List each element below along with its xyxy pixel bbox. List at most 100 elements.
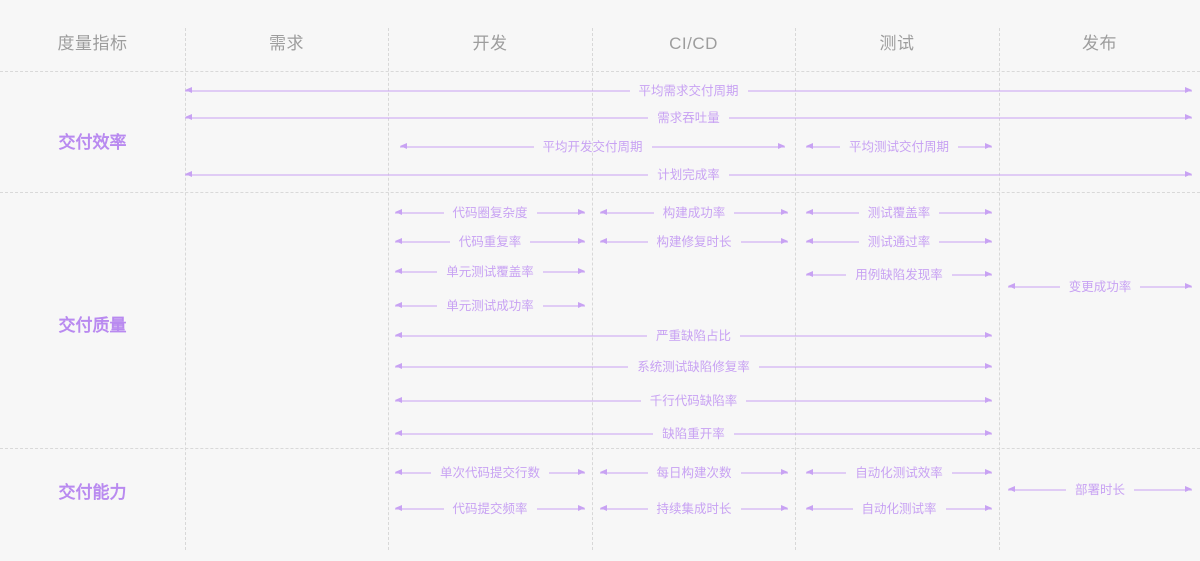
arrow-right-icon xyxy=(549,464,586,482)
metric-item[interactable]: 平均开发交付周期 xyxy=(400,138,785,156)
metric-label: 构建成功率 xyxy=(662,206,726,220)
arrow-right-icon xyxy=(530,233,585,251)
arrow-left-icon xyxy=(1008,481,1066,499)
column-divider-0 xyxy=(185,28,186,550)
arrow-left-icon xyxy=(185,82,630,100)
column-divider-3 xyxy=(795,28,796,550)
metric-item[interactable]: 平均测试交付周期 xyxy=(806,138,993,156)
metric-label: 测试覆盖率 xyxy=(867,206,931,220)
arrow-left-icon xyxy=(395,233,450,251)
metric-label: 平均需求交付周期 xyxy=(638,84,739,98)
arrow-left-icon xyxy=(806,204,859,222)
metric-item[interactable]: 自动化测试率 xyxy=(806,500,992,518)
arrow-right-icon xyxy=(741,464,789,482)
arrow-left-icon xyxy=(395,327,647,345)
arrow-right-icon xyxy=(1134,481,1193,499)
metric-item[interactable]: 严重缺陷占比 xyxy=(395,327,993,345)
row-divider-0 xyxy=(0,71,1200,72)
metric-label: 单次代码提交行数 xyxy=(440,466,541,480)
metric-item[interactable]: 缺陷重开率 xyxy=(395,425,993,443)
arrow-right-icon xyxy=(740,327,993,345)
arrow-right-icon xyxy=(958,138,993,156)
metric-item[interactable]: 构建成功率 xyxy=(600,204,788,222)
arrow-left-icon xyxy=(806,464,846,482)
arrow-left-icon xyxy=(185,109,648,127)
arrow-left-icon xyxy=(1008,278,1060,296)
metric-label: 严重缺陷占比 xyxy=(656,329,732,343)
arrow-left-icon xyxy=(395,500,444,518)
column-header-metric: 度量指标 xyxy=(57,34,128,53)
arrow-left-icon xyxy=(600,204,654,222)
metric-item[interactable]: 单次代码提交行数 xyxy=(395,464,586,482)
row-label-2: 交付能力 xyxy=(58,483,127,502)
metric-item[interactable]: 单元测试成功率 xyxy=(395,297,586,315)
metric-item[interactable]: 部署时长 xyxy=(1008,481,1193,499)
arrow-right-icon xyxy=(748,82,1193,100)
arrow-left-icon xyxy=(600,500,648,518)
arrow-right-icon xyxy=(729,109,1193,127)
metric-label: 代码重复率 xyxy=(458,235,522,249)
metric-item[interactable]: 系统测试缺陷修复率 xyxy=(395,358,993,376)
metric-label: 单元测试成功率 xyxy=(446,299,534,313)
metric-item[interactable]: 代码重复率 xyxy=(395,233,585,251)
arrow-left-icon xyxy=(395,464,431,482)
metric-item[interactable]: 平均需求交付周期 xyxy=(185,82,1192,100)
arrow-right-icon xyxy=(652,138,786,156)
arrow-right-icon xyxy=(746,392,992,410)
metric-item[interactable]: 变更成功率 xyxy=(1008,278,1192,296)
arrow-left-icon xyxy=(395,425,653,443)
metric-label: 缺陷重开率 xyxy=(662,427,725,441)
arrow-right-icon xyxy=(939,233,992,251)
metric-item[interactable]: 自动化测试效率 xyxy=(806,464,993,482)
metric-item[interactable]: 代码提交频率 xyxy=(395,500,585,518)
metric-label: 每日构建次数 xyxy=(656,466,732,480)
metric-label: 测试通过率 xyxy=(867,235,931,249)
arrow-left-icon xyxy=(600,464,648,482)
arrow-right-icon xyxy=(729,166,1193,184)
metric-item[interactable]: 构建修复时长 xyxy=(600,233,788,251)
metric-label: 平均开发交付周期 xyxy=(542,140,643,154)
arrow-right-icon xyxy=(734,204,788,222)
metric-item[interactable]: 持续集成时长 xyxy=(600,500,788,518)
metric-item[interactable]: 计划完成率 xyxy=(185,166,1193,184)
column-divider-2 xyxy=(592,28,593,550)
arrow-left-icon xyxy=(395,263,437,281)
row-label-0: 交付效率 xyxy=(58,133,127,152)
arrow-right-icon xyxy=(1140,278,1192,296)
arrow-right-icon xyxy=(543,263,586,281)
row-divider-1 xyxy=(0,192,1200,193)
metric-label: 单元测试覆盖率 xyxy=(446,265,534,279)
metric-label: 平均测试交付周期 xyxy=(849,140,950,154)
metric-label: 持续集成时长 xyxy=(656,502,732,516)
metric-item[interactable]: 测试覆盖率 xyxy=(806,204,992,222)
metric-item[interactable]: 每日构建次数 xyxy=(600,464,788,482)
metric-item[interactable]: 需求吞吐量 xyxy=(185,109,1193,127)
metric-item[interactable]: 千行代码缺陷率 xyxy=(395,392,992,410)
metric-label: 需求吞吐量 xyxy=(657,111,720,125)
arrow-right-icon xyxy=(759,358,993,376)
column-header-cicd: CI/CD xyxy=(669,34,718,53)
arrow-left-icon xyxy=(395,297,437,315)
arrow-right-icon xyxy=(537,204,586,222)
row-divider-2 xyxy=(0,448,1200,449)
metric-label: 千行代码缺陷率 xyxy=(649,394,738,408)
column-divider-4 xyxy=(999,28,1000,550)
arrow-right-icon xyxy=(537,500,586,518)
arrow-right-icon xyxy=(543,297,586,315)
metric-label: 用例缺陷发现率 xyxy=(855,268,943,282)
metric-label: 自动化测试效率 xyxy=(855,466,943,480)
arrow-left-icon xyxy=(395,358,628,376)
column-divider-1 xyxy=(388,28,389,550)
arrow-right-icon xyxy=(952,266,993,284)
metric-label: 代码圈复杂度 xyxy=(452,206,528,220)
metric-item[interactable]: 测试通过率 xyxy=(806,233,992,251)
arrow-right-icon xyxy=(939,204,992,222)
arrow-left-icon xyxy=(806,266,846,284)
metric-item[interactable]: 单元测试覆盖率 xyxy=(395,263,586,281)
metric-item[interactable]: 代码圈复杂度 xyxy=(395,204,585,222)
column-header-dev: 开发 xyxy=(472,34,508,53)
arrow-right-icon xyxy=(946,500,993,518)
metric-label: 自动化测试率 xyxy=(861,502,937,516)
metric-item[interactable]: 用例缺陷发现率 xyxy=(806,266,993,284)
